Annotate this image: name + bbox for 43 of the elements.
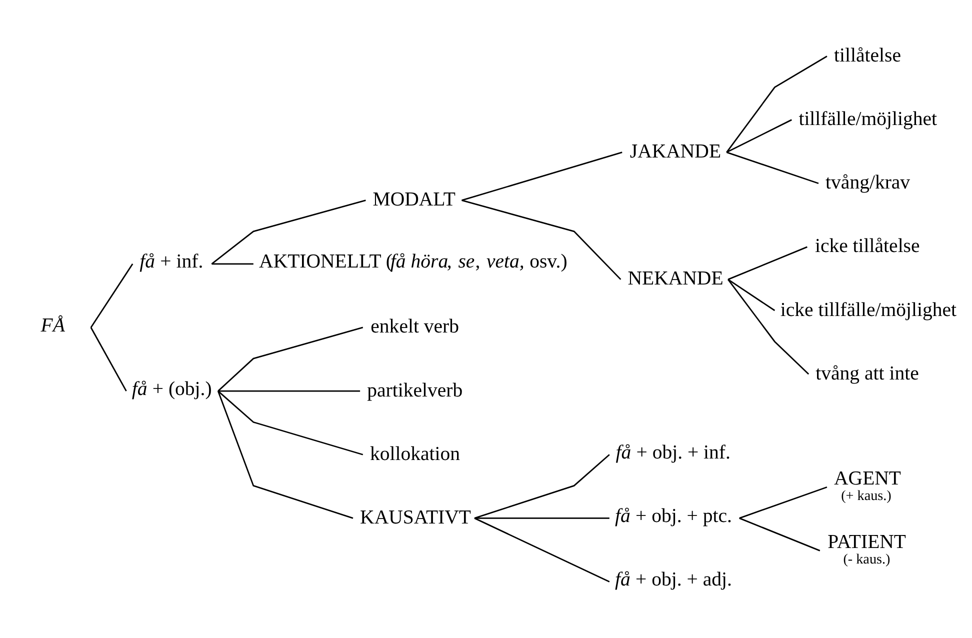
node-text: kollokation <box>369 442 460 465</box>
node-text: NEKANDE <box>627 268 723 290</box>
node-text: icke tillåtelse <box>814 235 920 258</box>
connector <box>474 518 610 582</box>
node-text: tillåtelse <box>834 44 900 66</box>
node-text: icke tillfälle/möjlighet <box>780 298 956 321</box>
node-text: få + inf. <box>139 250 203 273</box>
connector <box>474 517 609 519</box>
connector <box>218 390 360 392</box>
connector <box>461 152 622 201</box>
connector <box>210 200 366 264</box>
connector <box>727 278 775 312</box>
connector <box>726 119 792 153</box>
connector <box>738 518 820 552</box>
node-text: enkelt verb <box>370 316 459 338</box>
connector <box>90 327 126 392</box>
connector <box>217 326 363 392</box>
node-text: få + (obj.) <box>131 378 212 400</box>
node-text: PATIENT (- kaus.) <box>827 531 906 568</box>
connector <box>216 390 353 519</box>
node-text: få + obj. + inf. <box>615 441 730 464</box>
node-text: KAUSATIVT <box>360 506 470 528</box>
node-text: tvång att inte <box>815 362 918 384</box>
connector <box>727 279 809 375</box>
connector <box>211 263 253 265</box>
node-text: få + obj. + ptc. <box>614 505 732 528</box>
connector <box>727 246 807 280</box>
connector <box>726 56 827 153</box>
node-text: MODALT <box>372 188 456 211</box>
connector <box>90 264 133 328</box>
node-text: tvång/krav <box>825 172 910 194</box>
node-text: FÅ <box>40 314 64 336</box>
node-text: AGENT (+ kaus.) <box>834 468 901 504</box>
node-text: JAKANDE <box>629 140 721 163</box>
connector <box>726 152 818 184</box>
node-text: AKTIONELLT (få höra, se, veta, osv.) <box>258 250 567 273</box>
node-text: tillfälle/möjlighet <box>798 108 937 130</box>
connector <box>461 200 621 280</box>
connector <box>738 486 827 519</box>
node-text: få + obj. + adj. <box>614 568 732 591</box>
connector <box>217 390 363 456</box>
node-text: partikelverb <box>366 379 462 402</box>
connector <box>474 454 610 519</box>
